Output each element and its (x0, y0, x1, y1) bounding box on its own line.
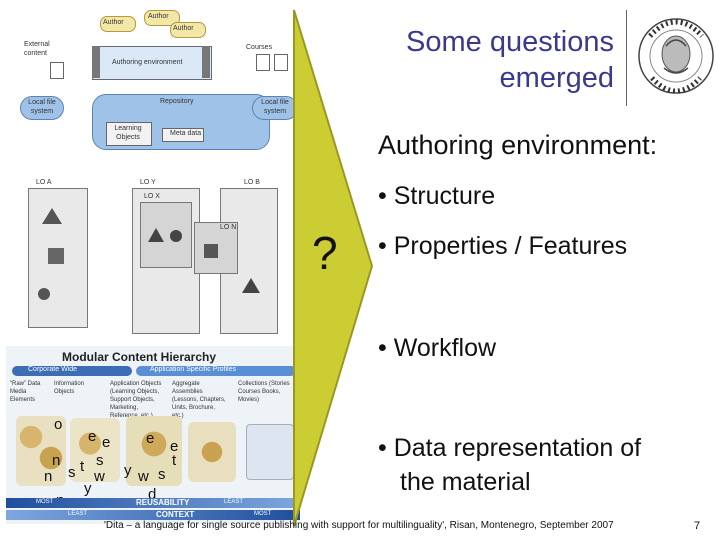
application-profiles-label: Application Specific Profiles (150, 366, 236, 373)
lo-n-square-icon (204, 244, 218, 258)
item-cluster-5 (246, 424, 294, 480)
author-label-3: Author (173, 25, 194, 32)
local-file-left-label: Local file system (28, 99, 56, 115)
overlay-letter: t (80, 458, 85, 475)
item-cluster-3 (126, 416, 182, 486)
reusability-bar (6, 498, 300, 508)
reusability-left: MOST (36, 499, 54, 505)
hierarchy-diagram: Modular Content Hierarchy Corporate Wide… (6, 346, 300, 524)
title-line-1: Some questions (406, 26, 614, 58)
learning-objects-box (106, 122, 152, 146)
item-cluster-4 (188, 422, 236, 482)
bullet-data-representation-cont: the material (400, 468, 531, 496)
hierarchy-title: Modular Content Hierarchy (62, 350, 217, 364)
col-application-objects: Application Objects (Learning Objects, S… (110, 381, 162, 419)
context-right: MOST (254, 511, 272, 517)
lo-n-label: LO N (220, 224, 237, 231)
context-center: CONTEXT (156, 510, 195, 519)
bullet-structure: • Structure (378, 182, 496, 210)
context-left: LEAST (68, 511, 88, 517)
overlay-letter: s (68, 464, 76, 481)
authoring-environment-heading: Authoring environment: (378, 130, 658, 160)
local-file-system-right (252, 96, 298, 120)
repository-label: Repository (160, 98, 194, 105)
authoring-env-bar (92, 46, 212, 80)
courses-doc-icon-2 (274, 54, 288, 71)
external-doc-icon (50, 62, 64, 79)
author-figure-2 (144, 10, 180, 26)
lo-b-label: LO B (244, 179, 260, 186)
lo-x-label: LO X (144, 193, 160, 200)
learning-objects-label: Learning Objects (114, 125, 142, 141)
meta-data-box (162, 128, 204, 142)
col-information-objects: Information Objects (54, 381, 85, 395)
corporate-wide-bar (12, 366, 132, 376)
overlay-letter: w (138, 468, 149, 485)
item-cluster-1 (16, 416, 66, 486)
col-collections: Collections (Stories Courses Books, Movi… (238, 381, 290, 403)
external-content-label: External content (24, 41, 50, 57)
authoring-env-label: Authoring environment (112, 59, 183, 66)
lo-y-label: LO Y (140, 179, 156, 186)
lo-a-triangle-icon (42, 208, 62, 224)
reusability-center: REUSABILITY (136, 498, 190, 507)
lo-a-square-icon (48, 248, 64, 264)
bullet-data-representation: • Data representation of (378, 434, 642, 462)
overlay-letter: d (148, 486, 157, 503)
col-raw-data: “Raw” Data Media Elements (10, 381, 41, 403)
authoring-env-right-cap (202, 46, 210, 78)
courses-label: Courses (246, 44, 273, 51)
application-profiles-bar (136, 366, 296, 376)
title-divider (626, 10, 627, 106)
author-label-2: Author (148, 13, 169, 20)
overlay-letter: o (54, 416, 63, 433)
overlay-letter: e (170, 438, 179, 455)
overlay-letter: n (52, 452, 61, 469)
title-line-2: emerged (499, 62, 614, 94)
context-bar (6, 510, 300, 520)
architecture-diagram: Author Author Author External content Co… (20, 10, 310, 150)
overlay-letter: t (172, 452, 177, 469)
authoring-env-left-cap (92, 46, 100, 78)
col-aggregate-assemblies: Aggregate Assemblies (Lessons, Chapters,… (172, 381, 226, 419)
question-mark: ? (312, 227, 338, 279)
overlay-letter: e (146, 430, 155, 447)
arrow-shape (293, 9, 374, 527)
local-file-right-label: Local file system (261, 99, 289, 115)
meta-data-label: Meta data (170, 130, 202, 137)
lo-b-triangle-icon (242, 278, 260, 293)
lo-diagram: LO A LO Y LO X LO B LO N (28, 178, 278, 340)
author-figure-1 (100, 16, 136, 32)
courses-doc-icon (256, 54, 270, 71)
overlay-letter: n (44, 468, 53, 485)
reusability-right: LEAST (224, 499, 244, 505)
lo-x-circle-icon (170, 230, 182, 242)
author-figure-3 (170, 22, 206, 38)
overlay-letter: w (94, 468, 105, 485)
footer-citation: 'Dita – a language for single source pub… (104, 520, 614, 531)
slide-title: Some questions emerged (330, 24, 614, 96)
university-seal-logo (638, 18, 714, 94)
overlay-letter: s (96, 452, 104, 469)
overlay-letter: y (84, 480, 92, 497)
lo-a-circle-icon (38, 288, 50, 300)
lo-x-triangle-icon (148, 228, 164, 242)
lo-a-label: LO A (36, 179, 52, 186)
page-number: 7 (694, 520, 701, 532)
transition-arrow (293, 9, 374, 527)
item-cluster-2 (70, 418, 120, 482)
overlay-letter: e (102, 434, 111, 451)
local-file-system-left (20, 96, 64, 120)
corporate-wide-label: Corporate Wide (28, 366, 78, 373)
overlay-letter: s (158, 466, 166, 483)
overlay-letter: y (124, 462, 132, 479)
overlay-letter: e (88, 428, 97, 445)
author-label-1: Author (103, 19, 124, 26)
bullet-properties-features: • Properties / Features (378, 232, 628, 260)
bullet-workflow: • Workflow (378, 334, 497, 362)
